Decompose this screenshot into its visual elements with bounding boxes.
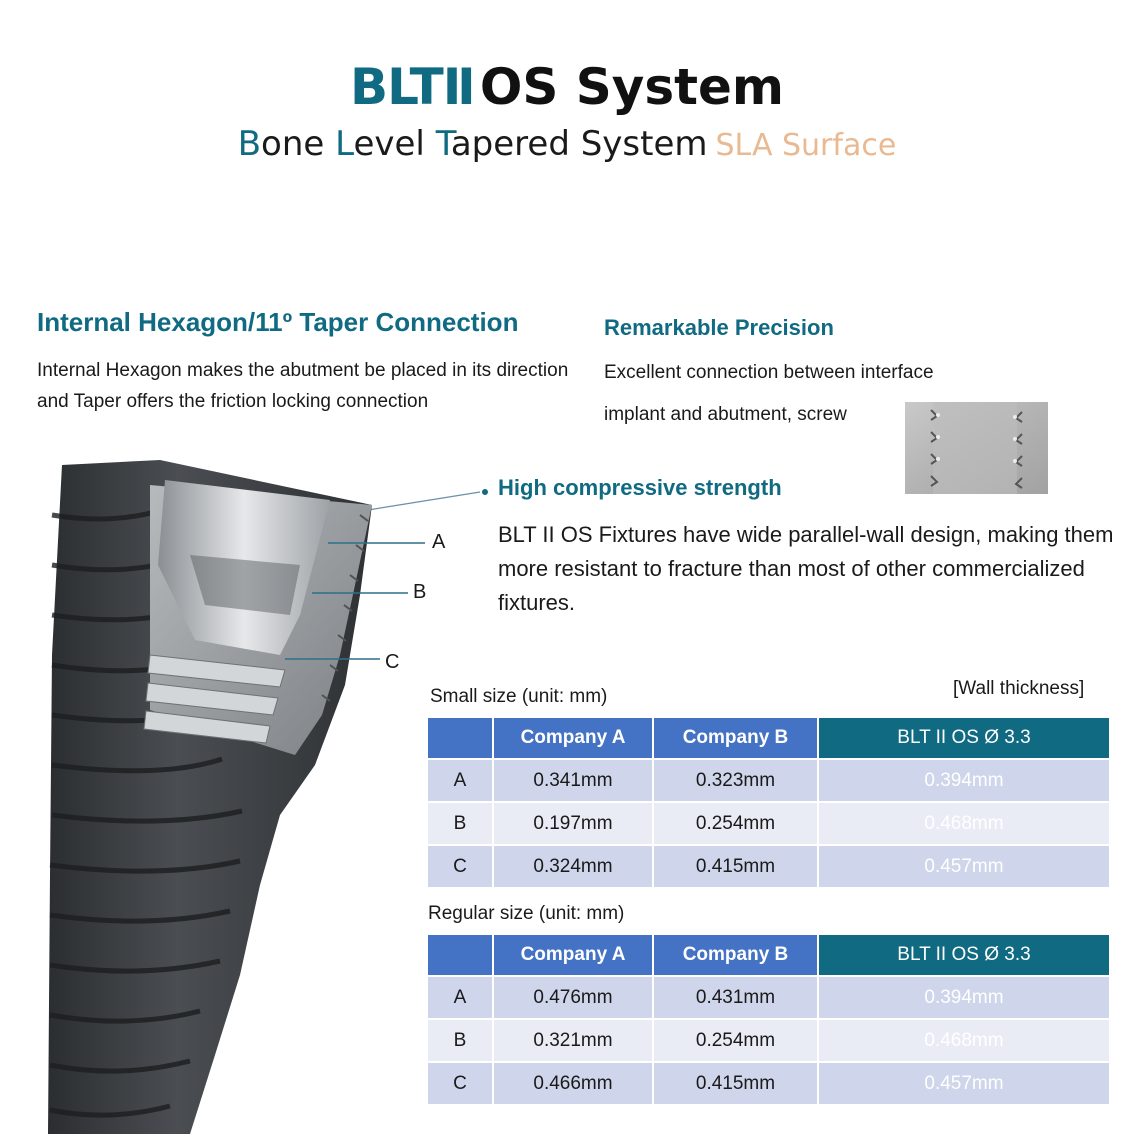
- company-a-value: 0.476mm: [494, 977, 652, 1018]
- subtitle-word-bone: one: [261, 124, 336, 164]
- table-header-company-a: Company A: [494, 718, 652, 758]
- table-header-company-b: Company B: [654, 935, 817, 975]
- row-label: A: [428, 977, 492, 1018]
- regular-size-table: Company A Company B BLT II OS Ø 3.3 A 0.…: [426, 933, 1111, 1106]
- table-header-blt: BLT II OS Ø 3.3: [819, 718, 1109, 758]
- company-b-value: 0.415mm: [654, 1063, 817, 1104]
- company-a-value: 0.466mm: [494, 1063, 652, 1104]
- company-b-value: 0.431mm: [654, 977, 817, 1018]
- table-header-row: Company A Company B BLT II OS Ø 3.3: [428, 935, 1109, 975]
- table-row: B 0.197mm 0.254mm 0.468mm: [428, 803, 1109, 844]
- subtitle-initial-l: L: [335, 124, 354, 164]
- small-table-caption: Small size (unit: mm): [430, 686, 608, 707]
- subtitle-word-tapered: apered System: [450, 124, 708, 164]
- implant-cross-section-image: [48, 460, 425, 1134]
- company-a-value: 0.341mm: [494, 760, 652, 801]
- page-title: BLTⅡ OS System: [0, 58, 1134, 116]
- row-label: A: [428, 760, 492, 801]
- blt-value: 0.457mm: [819, 1063, 1109, 1104]
- table-header-company-a: Company A: [494, 935, 652, 975]
- label-a: A: [432, 531, 446, 553]
- row-label: B: [428, 803, 492, 844]
- company-b-value: 0.254mm: [654, 1020, 817, 1061]
- table-header-corner: [428, 718, 492, 758]
- small-size-table: Company A Company B BLT II OS Ø 3.3 A 0.…: [426, 716, 1111, 889]
- company-b-value: 0.254mm: [654, 803, 817, 844]
- hexagon-description: Internal Hexagon makes the abutment be p…: [37, 360, 569, 412]
- table-header-company-b: Company B: [654, 718, 817, 758]
- precision-line-1: Excellent connection between interface: [604, 362, 934, 383]
- company-b-value: 0.415mm: [654, 846, 817, 887]
- surface-label: SLA Surface: [715, 128, 897, 163]
- connection-microscope-image: [905, 402, 1048, 494]
- blt-value: 0.394mm: [819, 760, 1109, 801]
- blt-value: 0.468mm: [819, 1020, 1109, 1061]
- blt-value: 0.457mm: [819, 846, 1109, 887]
- label-b: B: [413, 581, 427, 603]
- blt-value: 0.394mm: [819, 977, 1109, 1018]
- subtitle-word-level: evel: [353, 124, 436, 164]
- title-brand: BLTⅡ: [349, 58, 476, 116]
- company-b-value: 0.323mm: [654, 760, 817, 801]
- blt-value: 0.468mm: [819, 803, 1109, 844]
- company-a-value: 0.324mm: [494, 846, 652, 887]
- table-header-blt: BLT II OS Ø 3.3: [819, 935, 1109, 975]
- hexagon-title: Internal Hexagon/11º Taper Connection: [37, 307, 519, 337]
- subtitle-initial-b: B: [237, 124, 262, 164]
- compressive-description: BLT II OS Fixtures have wide parallel-wa…: [498, 522, 1114, 615]
- company-a-value: 0.321mm: [494, 1020, 652, 1061]
- table-header-corner: [428, 935, 492, 975]
- table-row: C 0.324mm 0.415mm 0.457mm: [428, 846, 1109, 887]
- row-label: C: [428, 1063, 492, 1104]
- row-label: C: [428, 846, 492, 887]
- title-rest: OS System: [479, 58, 785, 116]
- table-row: C 0.466mm 0.415mm 0.457mm: [428, 1063, 1109, 1104]
- compressive-title: High compressive strength: [498, 475, 782, 500]
- table-row: A 0.341mm 0.323mm 0.394mm: [428, 760, 1109, 801]
- subtitle-initial-t: T: [435, 124, 451, 164]
- precision-title: Remarkable Precision: [604, 315, 834, 340]
- table-row: A 0.476mm 0.431mm 0.394mm: [428, 977, 1109, 1018]
- label-c: C: [385, 651, 400, 673]
- row-label: B: [428, 1020, 492, 1061]
- wall-thickness-note: [Wall thickness]: [953, 678, 1085, 699]
- company-a-value: 0.197mm: [494, 803, 652, 844]
- regular-table-caption: Regular size (unit: mm): [428, 903, 625, 924]
- table-row: B 0.321mm 0.254mm 0.468mm: [428, 1020, 1109, 1061]
- callout-leader: [367, 489, 488, 511]
- precision-line-2: implant and abutment, screw: [604, 404, 847, 425]
- table-header-row: Company A Company B BLT II OS Ø 3.3: [428, 718, 1109, 758]
